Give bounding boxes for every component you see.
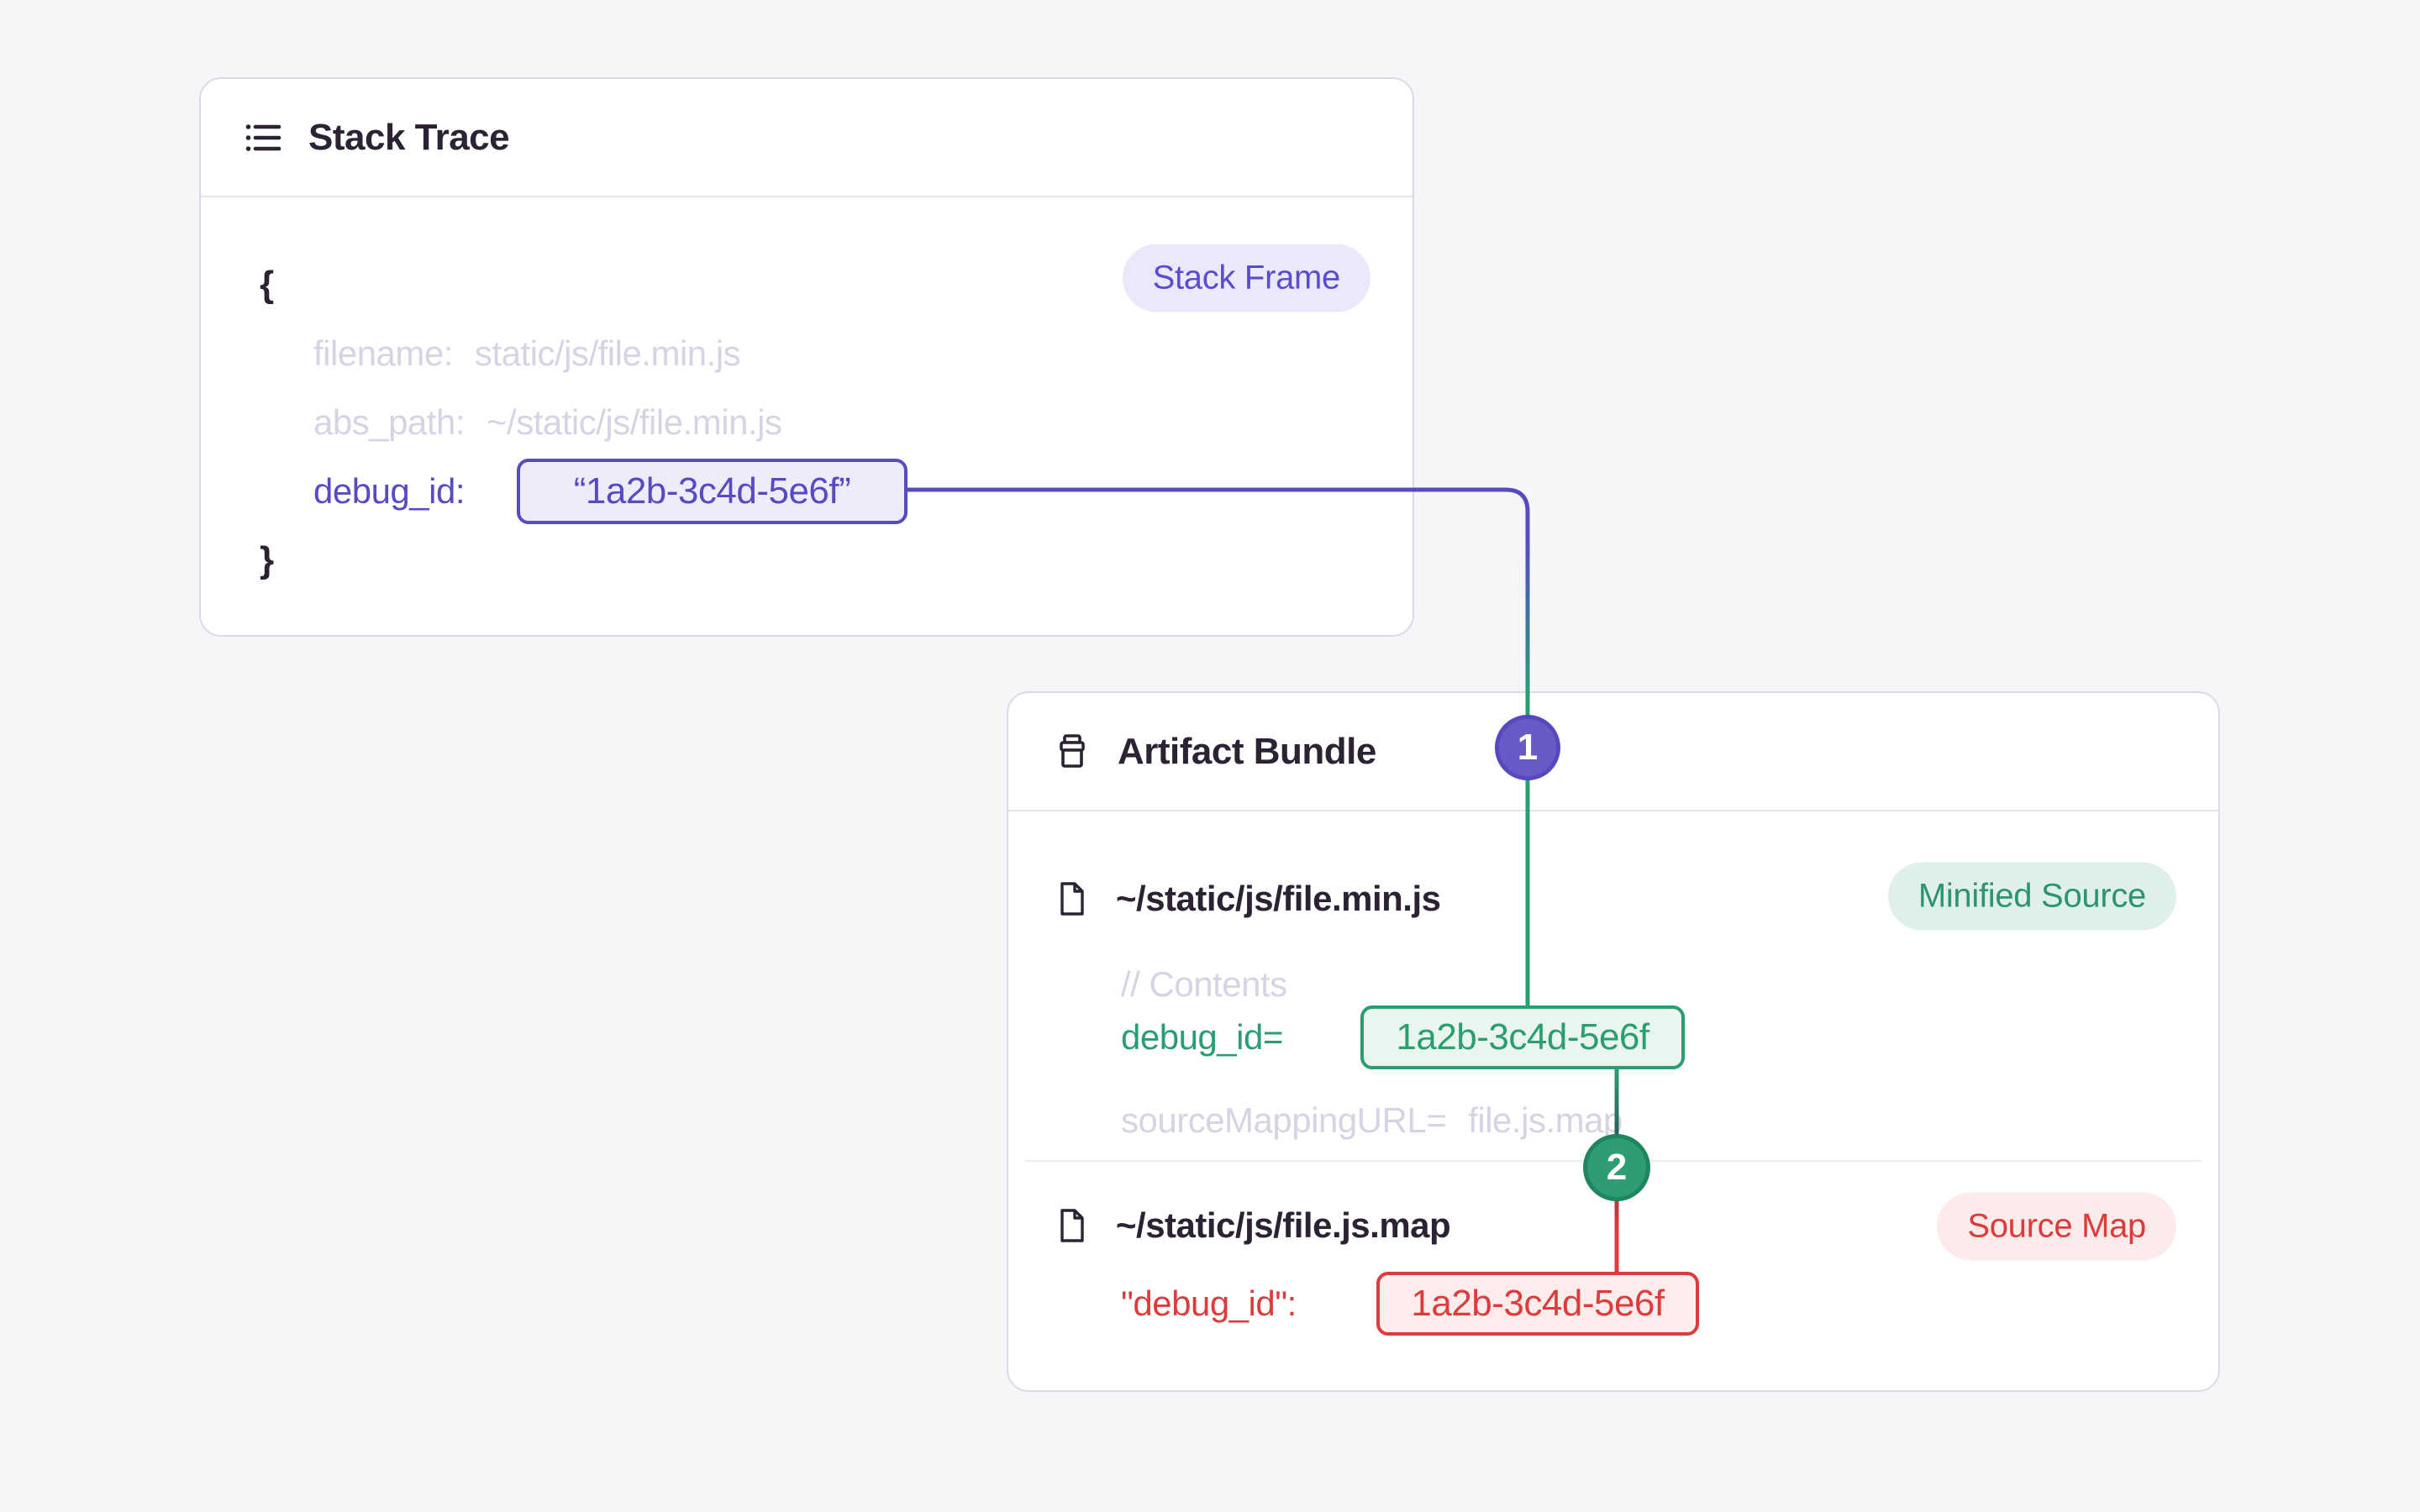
- list-icon: [245, 123, 281, 151]
- bundle-debug-id-value-box: 1a2b-3c4d-5e6f: [1360, 1005, 1685, 1069]
- minified-source-badge: Minified Source: [1887, 862, 2176, 931]
- field-abs-path: abs_path: ~/static/js/file.min.js: [313, 402, 782, 443]
- step-2-badge: 2: [1583, 1134, 1650, 1201]
- file-row-minified: ~/static/js/file.min.js: [1054, 879, 1441, 919]
- file-path-sourcemap: ~/static/js/file.js.map: [1116, 1205, 1451, 1245]
- sourcemap-debug-id-label: "debug_id":: [1121, 1284, 1297, 1323]
- code-open-brace: {: [260, 264, 274, 305]
- archive-box-icon: [1060, 733, 1085, 768]
- code-close-brace: }: [260, 539, 274, 580]
- field-abs-path-label: abs_path:: [313, 402, 466, 442]
- contents-comment: // Contents: [1121, 964, 1287, 1004]
- stack-frame-badge: Stack Frame: [1122, 244, 1370, 312]
- artifact-bundle-card: Artifact Bundle ~/static/js/file.min.js …: [1007, 691, 2220, 1392]
- source-mapping-url-value: file.js.map: [1468, 1100, 1623, 1140]
- artifact-bundle-header: Artifact Bundle: [1008, 693, 2218, 811]
- artifact-bundle-title: Artifact Bundle: [1118, 730, 1376, 772]
- field-abs-path-value: ~/static/js/file.min.js: [487, 402, 782, 442]
- file-icon: [1060, 882, 1084, 916]
- debug-id-value-box: “1a2b-3c4d-5e6f”: [517, 459, 908, 524]
- file-icon: [1060, 1209, 1084, 1242]
- stack-trace-header: Stack Trace: [201, 79, 1413, 197]
- field-debug-id-label: debug_id:: [313, 471, 466, 511]
- field-filename-value: static/js/file.min.js: [474, 333, 741, 373]
- source-mapping-url-line: sourceMappingURL= file.js.map: [1121, 1100, 1623, 1141]
- file-row-sourcemap: ~/static/js/file.js.map: [1054, 1205, 1451, 1246]
- stack-trace-title: Stack Trace: [308, 116, 510, 158]
- bundle-debug-id-label: debug_id=: [1121, 1017, 1283, 1057]
- source-mapping-url-label: sourceMappingURL=: [1121, 1100, 1447, 1140]
- step-1-badge: 1: [1495, 715, 1560, 780]
- field-filename-label: filename:: [313, 333, 453, 373]
- file-path-minified: ~/static/js/file.min.js: [1116, 879, 1441, 918]
- stack-trace-card: Stack Trace Stack Frame { filename: stat…: [199, 77, 1414, 637]
- sourcemap-debug-id-value-box: 1a2b-3c4d-5e6f: [1376, 1272, 1699, 1336]
- field-filename: filename: static/js/file.min.js: [313, 333, 741, 374]
- source-map-badge: Source Map: [1937, 1192, 2176, 1261]
